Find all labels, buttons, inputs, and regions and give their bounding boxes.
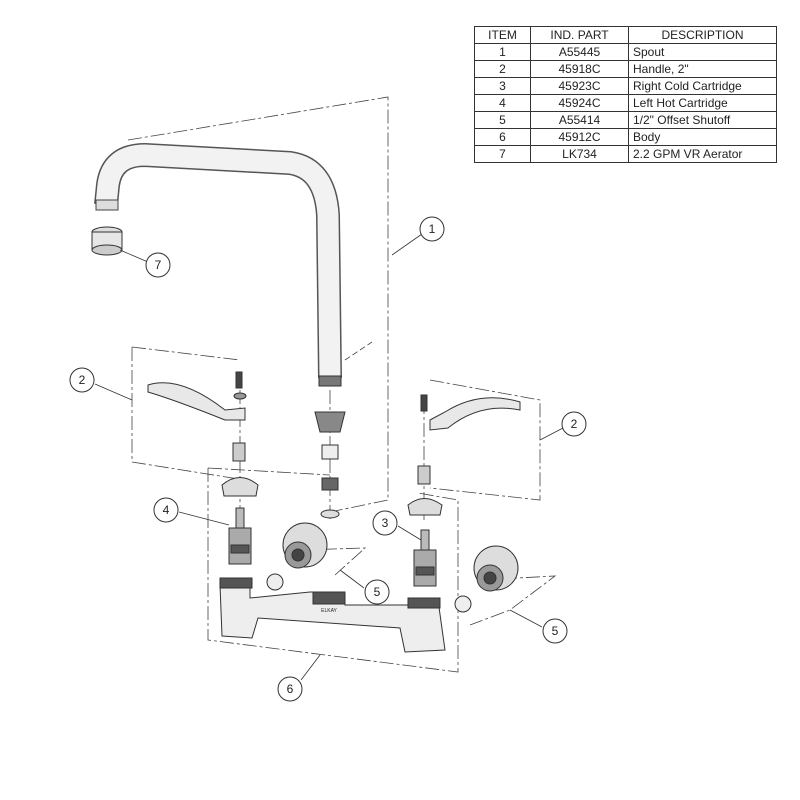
callout-2-left: 2 [69, 367, 95, 393]
right-cartridge [413, 529, 437, 587]
svg-text:3: 3 [382, 516, 389, 530]
svg-text:5: 5 [552, 624, 559, 638]
svg-text:2: 2 [79, 373, 86, 387]
svg-text:7: 7 [155, 258, 162, 272]
aerator [91, 226, 123, 256]
left-handle [147, 371, 259, 497]
cell-description: Left Hot Cartridge [628, 94, 777, 112]
cell-part: LK734 [530, 145, 629, 163]
spout [94, 142, 373, 387]
left-shutoff [266, 522, 328, 591]
callout-1: 1 [419, 216, 445, 242]
spout-fittings [314, 411, 346, 519]
callout-3: 3 [372, 510, 398, 536]
callout-5-right: 5 [542, 618, 568, 644]
svg-text:1: 1 [429, 222, 436, 236]
cell-part: 45912C [530, 128, 629, 146]
callout-5-left: 5 [364, 579, 390, 605]
right-shutoff [454, 545, 519, 613]
callout-6: 6 [277, 676, 303, 702]
svg-text:5: 5 [374, 585, 381, 599]
cell-description: 1/2" Offset Shutoff [628, 111, 777, 129]
brand-mark: ELKAY [321, 608, 337, 614]
svg-text:2: 2 [571, 417, 578, 431]
left-cartridge [228, 507, 252, 565]
faucet-body: ELKAY [219, 577, 446, 653]
svg-text:4: 4 [163, 503, 170, 517]
callout-7: 7 [145, 252, 171, 278]
right-handle [407, 394, 521, 516]
cell-description: 2.2 GPM VR Aerator [628, 145, 777, 163]
leader-lines [94, 233, 564, 681]
cell-description: Handle, 2" [628, 60, 777, 78]
svg-text:6: 6 [287, 682, 294, 696]
callout-4: 4 [153, 497, 179, 523]
callout-2-right: 2 [561, 411, 587, 437]
